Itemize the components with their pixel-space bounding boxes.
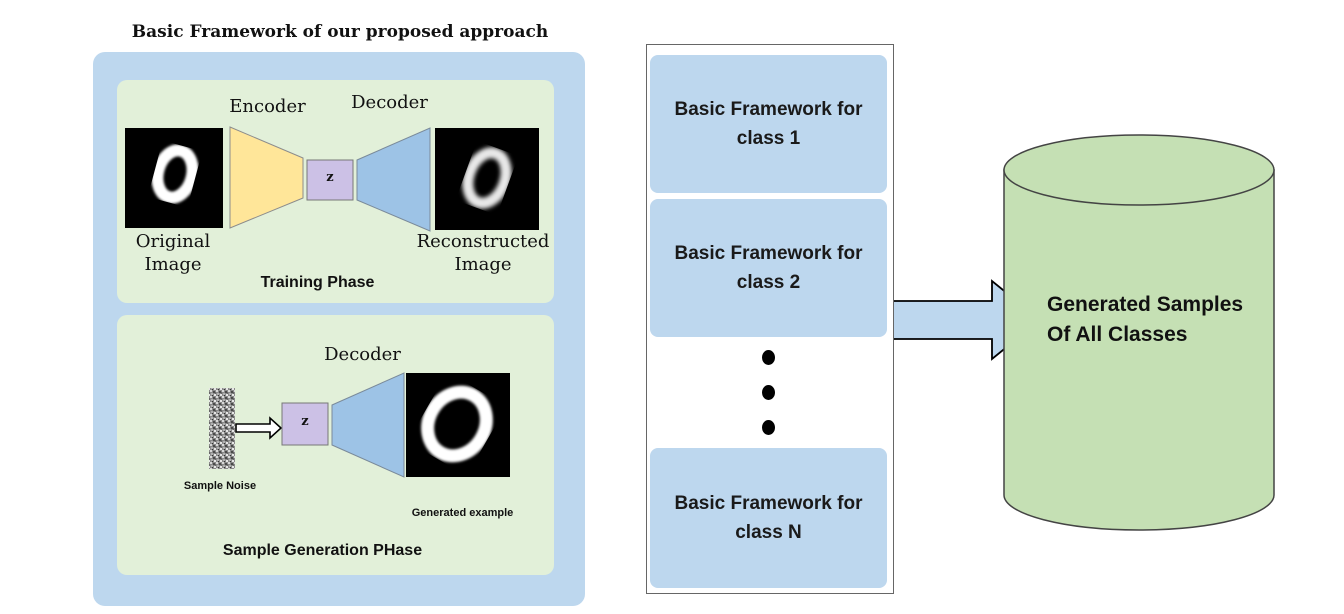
- latent-z-box: [306, 159, 354, 201]
- decoder-label: Decoder: [324, 344, 401, 365]
- ellipsis-dot: [762, 420, 775, 435]
- original-image: [125, 128, 223, 228]
- ellipsis-dot: [762, 350, 775, 365]
- generated-example-label: Generated example: [411, 507, 514, 519]
- figure-title: Basic Framework of our proposed approach: [131, 22, 549, 42]
- reconstructed-image: [435, 128, 539, 230]
- encoder-label: Encoder: [229, 96, 306, 117]
- generated-samples-cylinder: [1003, 134, 1275, 531]
- latent-z-box: [281, 402, 329, 446]
- noise-arrow: [235, 416, 283, 440]
- latent-z-label: z: [301, 414, 309, 429]
- latent-z-label: z: [326, 170, 334, 185]
- generation-phase-label: Sample Generation PHase: [222, 542, 423, 559]
- decoder-shape: [356, 127, 431, 232]
- decoder-shape: [331, 372, 405, 478]
- decoder-label: Decoder: [351, 92, 428, 113]
- training-phase-label: Training Phase: [260, 274, 375, 291]
- encoder-shape: [229, 126, 304, 229]
- generated-image: [406, 373, 510, 477]
- sample-noise-label: Sample Noise: [183, 480, 257, 492]
- ellipsis-dot: [762, 385, 775, 400]
- sample-noise-image: [209, 388, 235, 469]
